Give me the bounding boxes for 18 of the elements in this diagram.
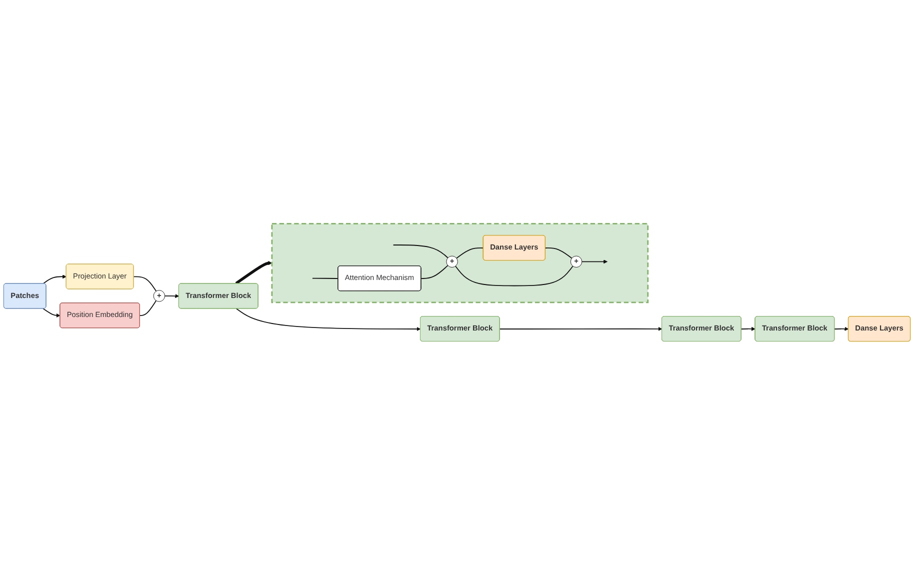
arrow <box>236 308 421 332</box>
arrow <box>235 261 272 285</box>
connector <box>392 244 448 258</box>
arrow <box>42 274 66 284</box>
arrow <box>42 308 60 318</box>
connector <box>420 264 448 280</box>
arrow <box>834 326 849 331</box>
connector <box>139 300 157 316</box>
connector <box>544 248 572 259</box>
cluster <box>271 223 649 304</box>
connector <box>133 276 157 292</box>
arrow <box>581 260 608 264</box>
arrow <box>499 326 662 331</box>
connector <box>456 248 484 259</box>
connector <box>455 266 574 286</box>
connector <box>312 278 339 280</box>
arrow <box>740 326 756 331</box>
arrow <box>164 294 180 298</box>
